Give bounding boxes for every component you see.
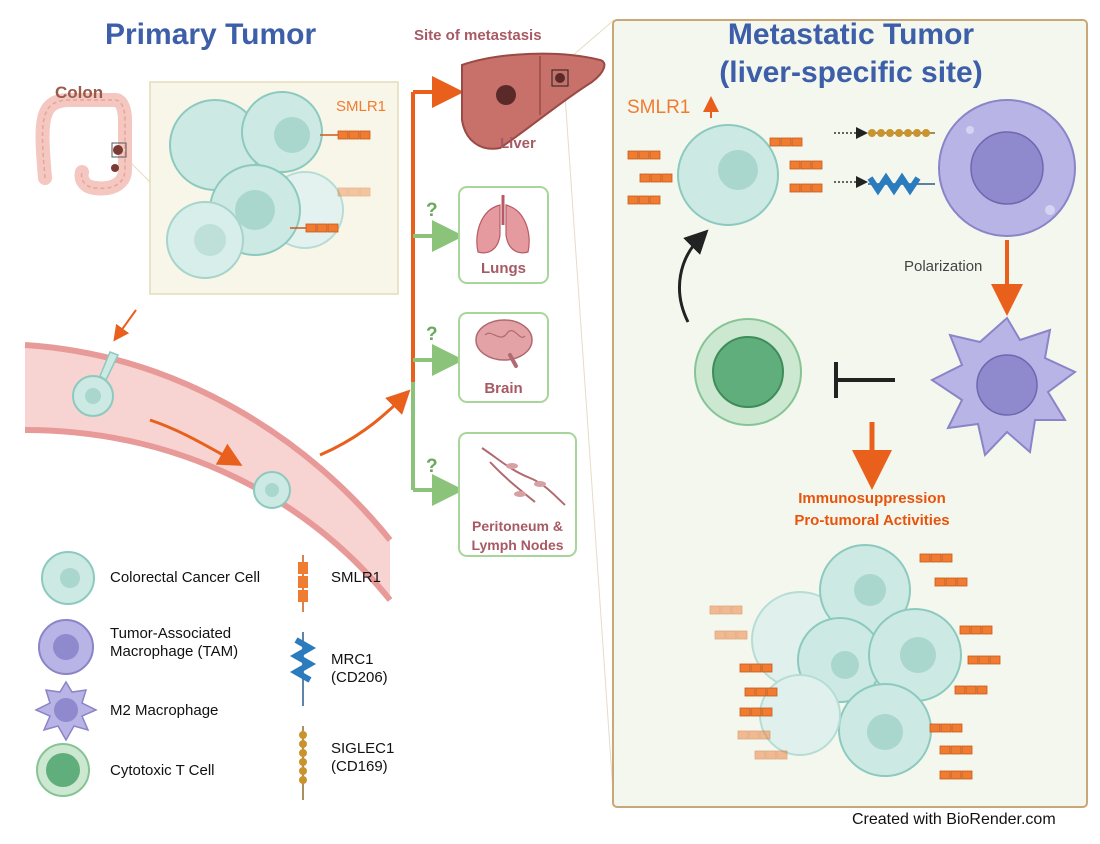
question-mark-lungs: ?	[426, 200, 438, 221]
liver-illustration	[461, 52, 606, 150]
feedback-arrow	[678, 229, 709, 323]
brain-illustration	[475, 319, 533, 368]
lymph-illustration	[481, 447, 566, 506]
question-mark-brain: ?	[426, 324, 438, 345]
lungs-label: Lungs	[481, 260, 526, 277]
metastasis-branches	[411, 76, 464, 506]
legend-icons	[34, 551, 317, 800]
liver-label: Liver	[500, 135, 536, 152]
m2-macrophage-cell	[930, 316, 1077, 458]
metastatic-title-line2: (liver-specific site)	[719, 56, 983, 89]
metastatic-title-line1: Metastatic Tumor	[727, 18, 975, 51]
pro-tumoral-label: Pro-tumoral Activities	[794, 512, 950, 529]
peritoneum-label-line2: Lymph Nodes	[471, 537, 564, 553]
legend-siglec1-label-line1: SIGLEC1	[331, 740, 395, 757]
arrow-to-branch	[319, 389, 411, 457]
legend-mrc1-label-line1: MRC1	[331, 651, 374, 668]
lungs-box	[458, 186, 549, 284]
lungs-illustration	[476, 195, 530, 254]
legend-smlr1-label: SMLR1	[331, 569, 382, 586]
site-of-metastasis-label: Site of metastasis	[414, 27, 542, 44]
question-mark-peritoneum: ?	[426, 456, 438, 477]
smlr1-primary-label: SMLR1	[336, 98, 387, 115]
legend-tcell-label: Cytotoxic T Cell	[110, 762, 215, 779]
biorender-credit: Created with BioRender.com	[852, 811, 1056, 828]
primary-cancer-cells	[166, 91, 371, 279]
legend-tam-label-line2: Macrophage (TAM)	[110, 643, 239, 660]
primary-tumor-title: Primary Tumor	[105, 18, 317, 51]
zoom-connector	[564, 94, 615, 807]
metastatic-cancer-cluster	[709, 544, 1001, 780]
polarization-label: Polarization	[904, 258, 983, 275]
peritoneum-label-line1: Peritoneum &	[471, 518, 563, 534]
colon-illustration	[35, 93, 132, 196]
legend-colorectal-label: Colorectal Cancer Cell	[110, 569, 261, 586]
blood-vessel	[24, 342, 393, 602]
tam-cell	[938, 99, 1076, 237]
arrow-to-vessel	[113, 309, 137, 342]
cytotoxic-t-cell	[694, 318, 802, 426]
arrow-circulation	[149, 418, 243, 466]
legend-siglec1-label-line2: (CD169)	[331, 758, 388, 775]
smlr1-high-cancer-cell	[627, 124, 868, 226]
siglec1-receptor	[868, 129, 935, 137]
smlr1-upregulated-label: SMLR1	[627, 97, 691, 118]
mrc1-receptor	[867, 172, 935, 196]
legend-m2-label: M2 Macrophage	[110, 702, 219, 719]
legend-mrc1-label-line2: (CD206)	[331, 669, 388, 686]
immunosuppression-label: Immunosuppression	[798, 490, 946, 507]
brain-label: Brain	[484, 380, 523, 397]
legend-tam-label-line1: Tumor-Associated	[110, 625, 232, 642]
colon-label: Colon	[55, 83, 104, 102]
